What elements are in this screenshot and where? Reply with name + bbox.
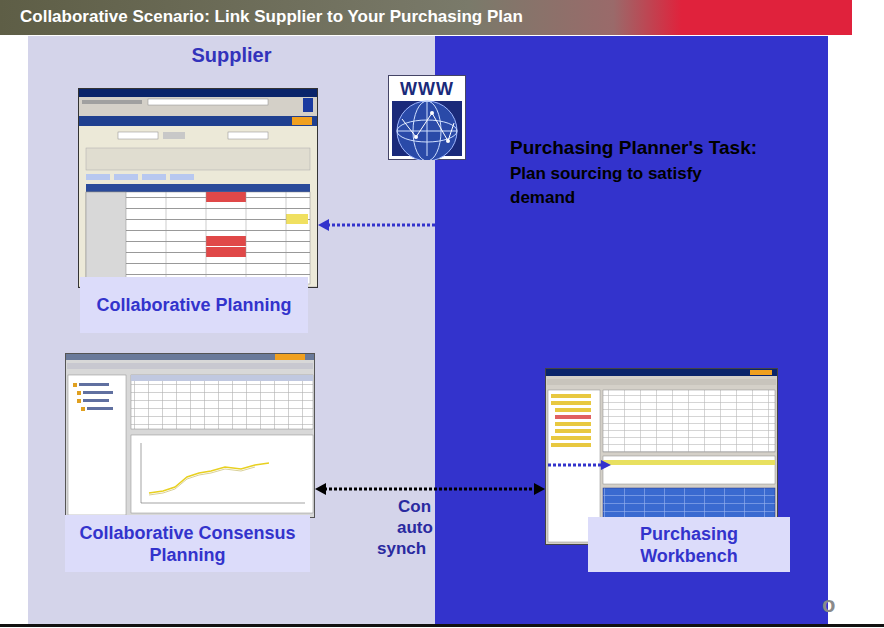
cut-text: synch [377,538,426,559]
planning-screenshot [78,88,318,288]
screen-label: Collaborative Planning [80,277,308,333]
www-label: WWW [392,79,462,99]
screen-box: Collaborative Consensus Planning [65,353,315,572]
screen-box: Collaborative Planning [78,88,318,333]
connector-line [324,488,536,491]
supplier-panel: SupplierCollaborative PlanningCollaborat… [28,36,435,625]
panel-heading: Supplier [28,42,435,68]
connector-line [327,224,435,227]
planner-panel: Purchasing Planner's Task: Plan sourcing … [435,36,828,625]
screen-label: Collaborative Consensus Planning [65,515,310,572]
consensus-screenshot [65,353,315,518]
arrow-head [315,483,326,495]
title-text: Collaborative Scenario: Link Supplier to… [20,6,840,28]
text-run: Purchasing Planner's Task: [510,137,757,158]
dotted-connector [318,219,435,231]
screen-label: Purchasing Workbench [588,517,790,572]
text-run: Collaborative Planning [96,294,291,316]
logo-fragment: o [822,592,835,618]
text-run: Collaborative Consensus Planning [71,522,304,566]
screen-box: Purchasing Workbench [545,368,790,572]
dotted-connector [315,483,545,495]
text-run: Plan sourcing to satisfy demand [510,164,702,207]
cut-text: Con [398,496,431,517]
task-body: Plan sourcing to satisfy demand [510,162,745,210]
task-heading: Purchasing Planner's Task: [510,136,810,160]
text-run: Purchasing Workbench [594,523,784,567]
cut-text: auto [397,517,433,538]
arrow-head [534,483,545,495]
text-run: Supplier [191,44,271,66]
arrow-head [318,219,329,231]
